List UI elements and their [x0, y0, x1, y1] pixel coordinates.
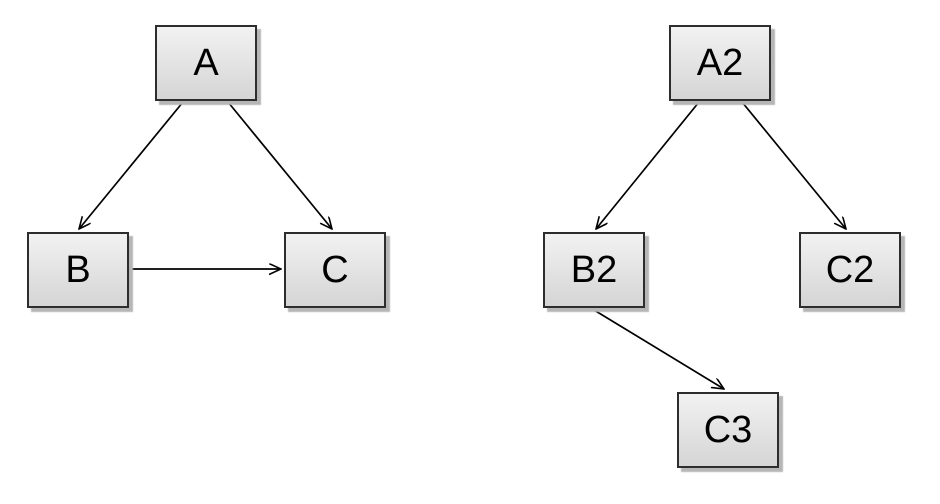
node-C3: C3 — [677, 392, 779, 468]
edge-B2-C3 — [593, 309, 724, 389]
node-B: B — [27, 232, 129, 308]
edge-A-C — [227, 101, 332, 229]
node-label-C: C — [321, 249, 349, 291]
node-C2: C2 — [799, 232, 901, 308]
edge-A-B — [79, 101, 184, 229]
node-A: A — [155, 25, 257, 101]
edge-A2-C2 — [741, 101, 846, 229]
node-label-B2: B2 — [570, 249, 618, 291]
edge-A2-B2 — [596, 101, 700, 229]
node-label-A2: A2 — [696, 42, 744, 84]
node-C: C — [284, 232, 386, 308]
node-label-C3: C3 — [703, 409, 753, 451]
node-label-B: B — [65, 249, 91, 291]
node-A2: A2 — [669, 25, 771, 101]
node-label-A: A — [193, 42, 219, 84]
node-B2: B2 — [543, 232, 645, 308]
node-label-C2: C2 — [825, 249, 875, 291]
